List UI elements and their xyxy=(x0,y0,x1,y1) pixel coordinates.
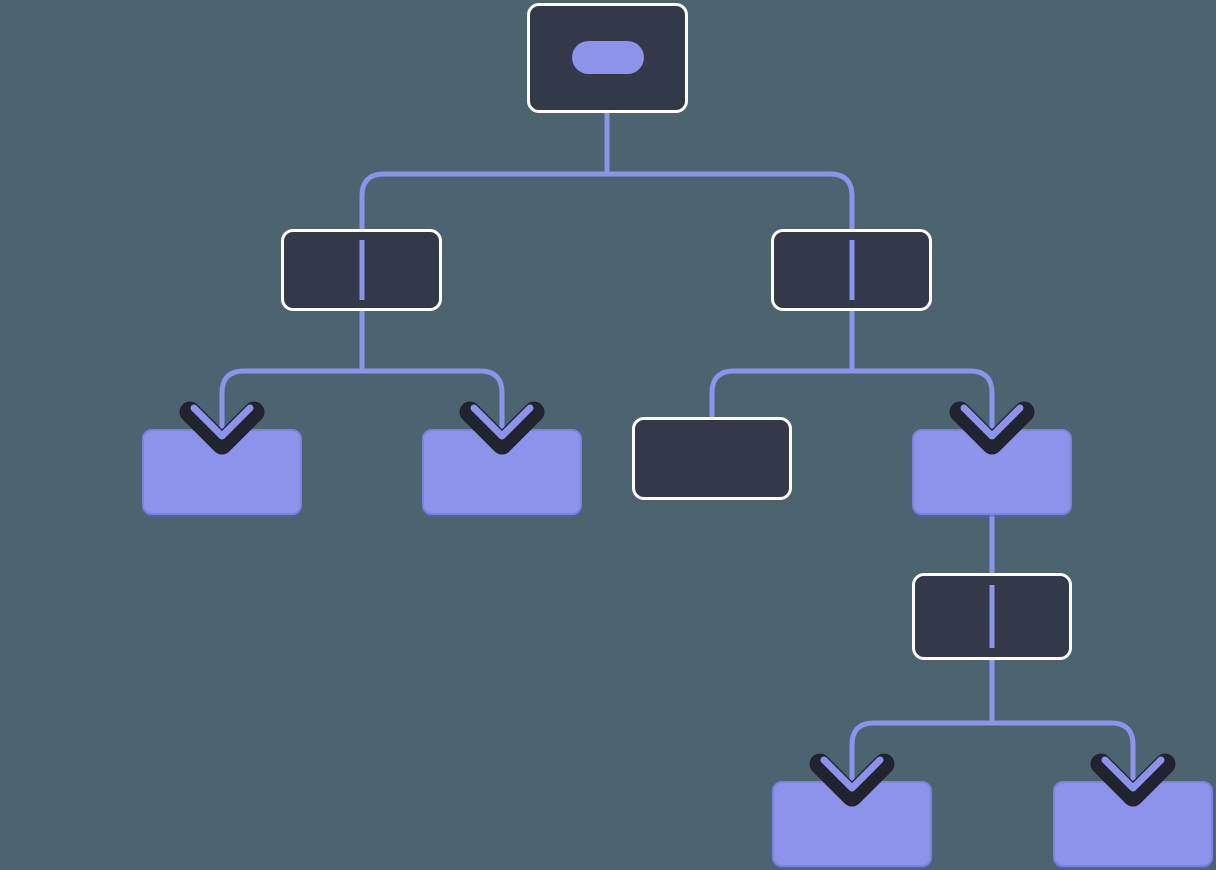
edge-right-branch-to-leaf-3 xyxy=(852,368,995,437)
leaf-node-1[interactable] xyxy=(142,429,302,515)
leaf-node-5[interactable] xyxy=(1053,781,1213,867)
leaf-node-2[interactable] xyxy=(422,429,582,515)
edge-root-to-left-branch xyxy=(359,171,607,340)
edge-lower-to-leaf-5 xyxy=(992,720,1136,789)
edge-left-branch-to-leaf-1 xyxy=(219,368,362,437)
root-node[interactable] xyxy=(527,3,688,113)
edge-left-branch-to-leaf-2 xyxy=(362,368,505,437)
edge-root-to-right-branch xyxy=(607,171,855,340)
branch-node-left[interactable] xyxy=(281,229,442,311)
root-pill-badge xyxy=(572,41,644,74)
edge-right-branch-to-middle xyxy=(709,368,852,420)
leaf-node-3[interactable] xyxy=(912,429,1072,515)
branch-node-lower[interactable] xyxy=(912,573,1072,660)
branch-node-right[interactable] xyxy=(771,229,932,311)
leaf-node-4[interactable] xyxy=(772,781,932,867)
edge-lower-to-leaf-4 xyxy=(849,720,992,789)
branch-node-middle[interactable] xyxy=(632,417,792,500)
